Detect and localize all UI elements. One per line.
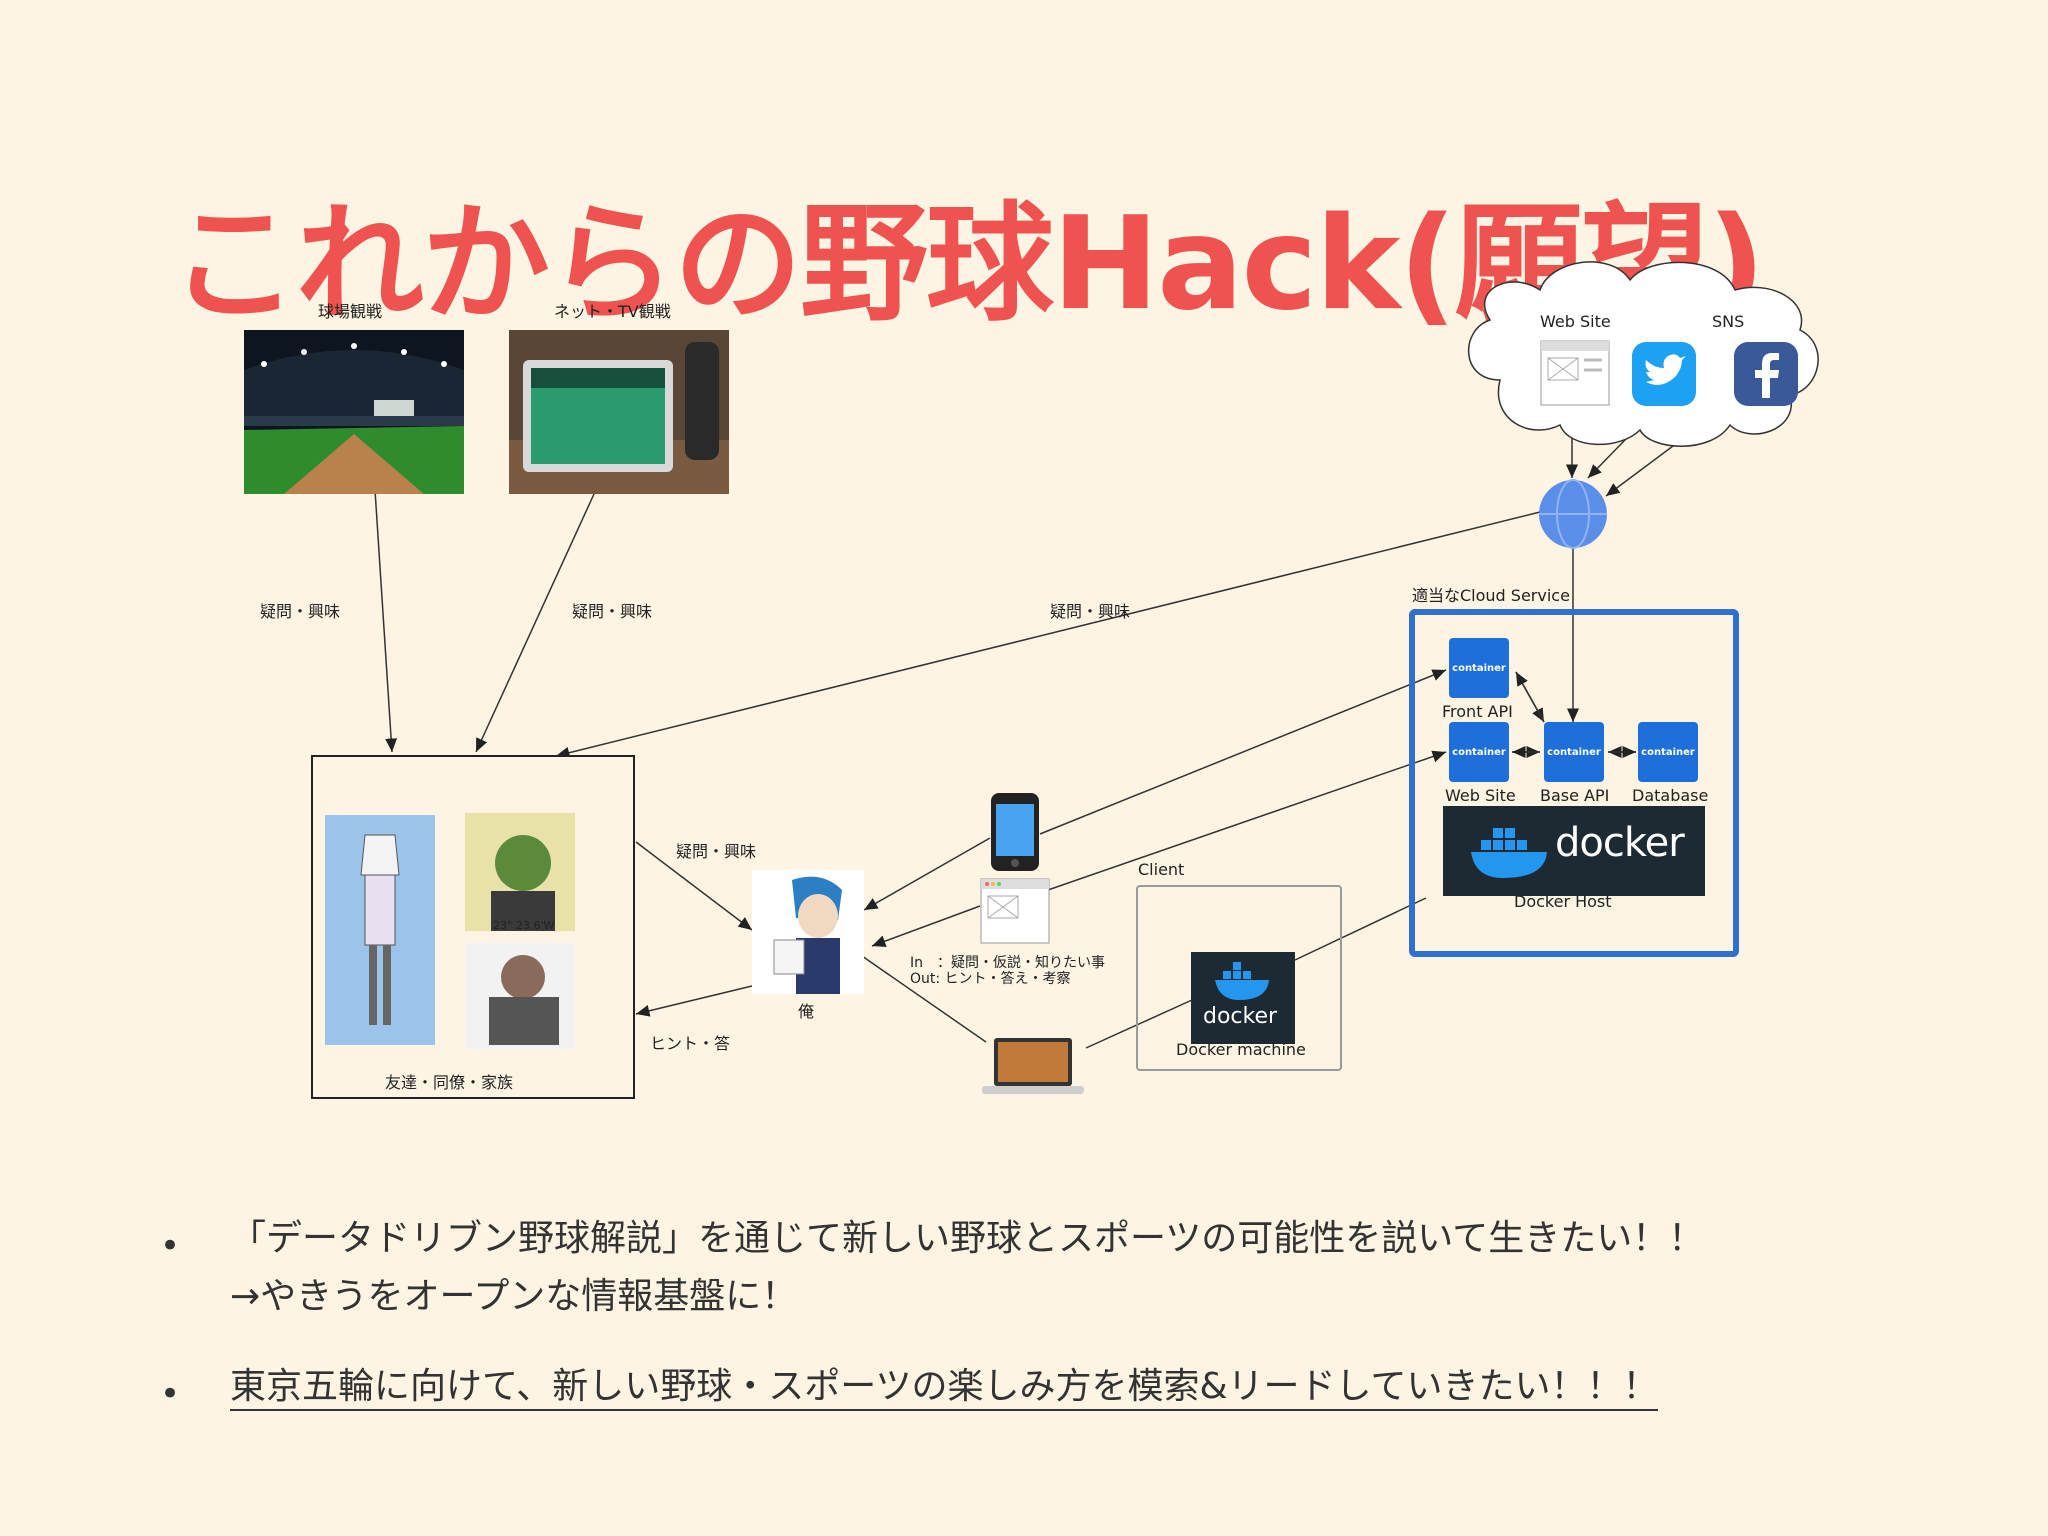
docker-machine-word: docker <box>1203 1004 1278 1029</box>
stadium-photo <box>244 330 464 494</box>
friend-avatar-2 <box>465 813 575 931</box>
facebook-icon <box>1734 342 1798 406</box>
stadium-label: 球場観戦 <box>318 302 383 321</box>
cloud-sns-label: SNS <box>1712 312 1745 331</box>
website-container-label: Web Site <box>1445 786 1516 805</box>
docker-host-word: docker <box>1555 820 1685 866</box>
docker-machine-whale-icon <box>1215 962 1269 1000</box>
database-container: container <box>1638 722 1698 782</box>
arrow-browser-to-website <box>1047 750 1447 891</box>
edge-label-globe: 疑問・興味 <box>1050 602 1131 621</box>
cloud-service-box <box>1409 609 1739 957</box>
net-tv-label: ネット・TV観戦 <box>554 302 671 321</box>
friends-group-box: 23° 23.6'W 友達・同僚・家族 <box>311 755 635 1099</box>
tv-photo <box>509 330 729 494</box>
arrow-friends-to-me <box>635 841 753 931</box>
bullet-2-line-1: 東京五輪に向けて、新しい野球・スポーツの楽しみ方を模索&リードしていきたい！！！ <box>230 1366 1659 1411</box>
laptop-icon <box>978 1036 1088 1098</box>
io-in-text: In ：疑問・仮説・知りたい事 <box>910 955 1106 971</box>
database-label: Database <box>1632 786 1709 805</box>
photo-caption: 23° 23.6'W <box>493 919 555 932</box>
browser-window-icon <box>980 878 1050 944</box>
docker-host-logo: docker <box>1443 806 1705 896</box>
friend-avatar-1 <box>325 815 435 1045</box>
arrow-tv-to-friends <box>475 493 595 753</box>
arrow-stadium-to-friends <box>374 489 398 753</box>
line-laptop-to-docker-machine <box>1085 999 1193 1049</box>
base-api-label: Base API <box>1540 786 1610 805</box>
me-label: 俺 <box>798 1002 815 1021</box>
edge-label-answer: ヒント・答 <box>650 1034 731 1053</box>
bullet-1-line-1: 「データドリブン野球解説」を通じて新しい野球とスポーツの可能性を説いて生きたい！… <box>230 1218 1705 1259</box>
phone-icon <box>990 792 1040 872</box>
front-api-container: container <box>1449 638 1509 698</box>
twitter-icon <box>1632 342 1696 406</box>
io-out-text: Out: ヒント・答え・考察 <box>910 971 1071 987</box>
docker-host-label: Docker Host <box>1514 892 1612 911</box>
bullet-1-line-2: →やきうをオープンな情報基盤に！ <box>230 1276 798 1317</box>
front-api-label: Front API <box>1442 702 1513 721</box>
website-container: container <box>1449 722 1509 782</box>
cloud-service-label: 適当なCloud Service <box>1412 586 1570 605</box>
cloud-website-icon <box>1540 340 1610 406</box>
bullet-dot: • <box>160 1226 181 1266</box>
bullet-dot: • <box>160 1374 181 1414</box>
friends-label: 友達・同僚・家族 <box>385 1073 514 1092</box>
friend-avatar-3 <box>465 943 575 1049</box>
arrow-phone-to-me <box>863 837 991 911</box>
arrow-phone-to-front-api <box>1039 669 1447 835</box>
edge-label-friends-to-me: 疑問・興味 <box>676 842 757 861</box>
base-api-container: container <box>1544 722 1604 782</box>
docker-machine-label: Docker machine <box>1176 1040 1306 1059</box>
client-box <box>1136 885 1342 1071</box>
arrow-me-to-friends <box>635 985 753 1017</box>
arrow-base-to-front <box>1515 671 1545 723</box>
arrow-globe-to-friends <box>555 511 1541 759</box>
me-avatar <box>752 870 864 994</box>
edge-label-stadium: 疑問・興味 <box>260 602 341 621</box>
docker-whale-icon <box>1471 828 1547 878</box>
line-me-to-laptop <box>861 955 987 1043</box>
edge-label-tv: 疑問・興味 <box>572 602 653 621</box>
client-label: Client <box>1138 860 1185 879</box>
line-docker-machine-to-host <box>1294 897 1427 961</box>
docker-machine-logo: docker <box>1191 952 1295 1044</box>
cloud-website-label: Web Site <box>1540 312 1611 331</box>
arrow-browser-to-me <box>871 905 981 947</box>
